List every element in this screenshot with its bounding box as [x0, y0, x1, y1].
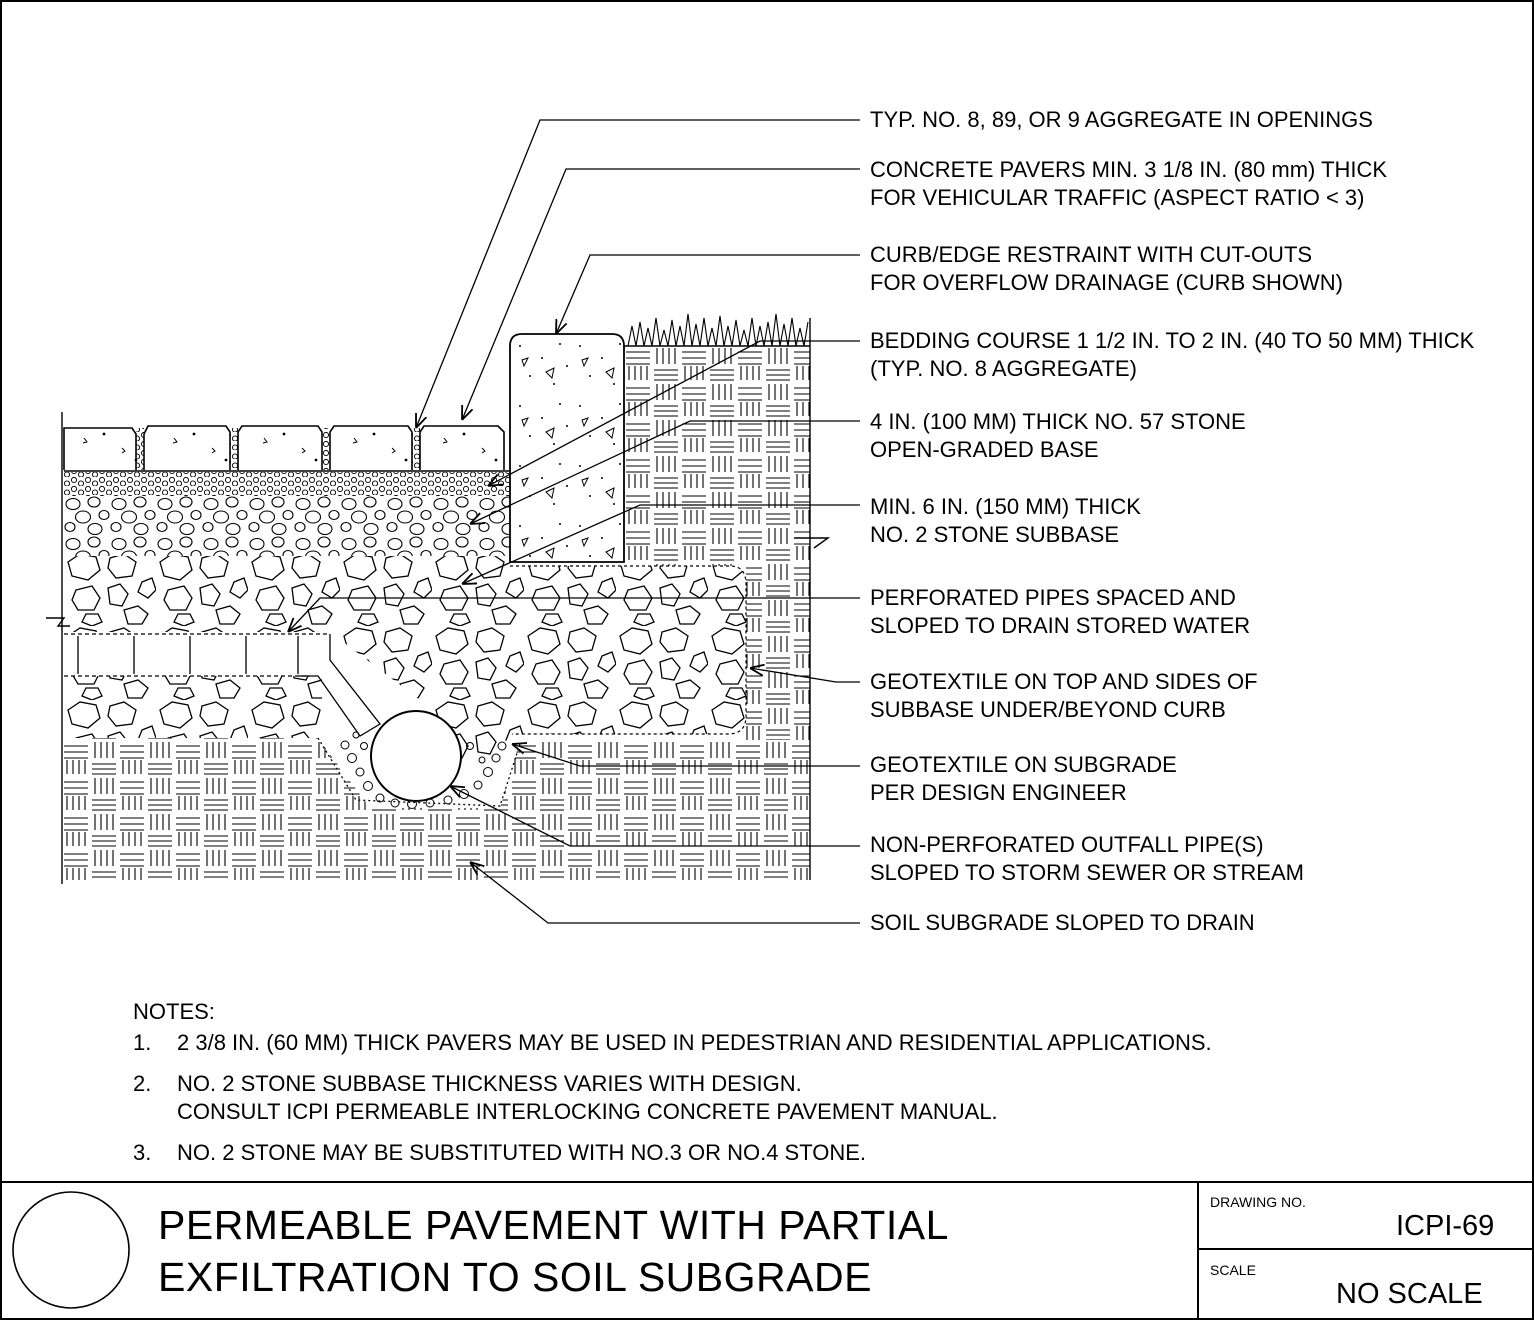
note-text: 2 3/8 IN. (60 MM) THICK PAVERS MAY BE US… — [177, 1030, 1212, 1055]
callout-line: CONCRETE PAVERS MIN. 3 1/8 IN. (80 mm) T… — [870, 157, 1388, 182]
callout-line: GEOTEXTILE ON TOP AND SIDES OF — [870, 669, 1258, 694]
scale-label: SCALE — [1210, 1262, 1256, 1278]
callout-bedding-course: BEDDING COURSE 1 1/2 IN. TO 2 IN. (40 TO… — [870, 327, 1474, 383]
callout-line: FOR OVERFLOW DRAINAGE (CURB SHOWN) — [870, 270, 1344, 295]
callout-line: SUBBASE UNDER/BEYOND CURB — [870, 697, 1226, 722]
perforated-pipe-trench — [64, 633, 521, 807]
notes-heading: NOTES: — [133, 999, 215, 1024]
note-text: NO. 2 STONE MAY BE SUBSTITUTED WITH NO.3… — [177, 1140, 867, 1165]
callout-perforated-pipes: PERFORATED PIPES SPACED AND SLOPED TO DR… — [870, 584, 1250, 640]
stone-subbase — [64, 556, 747, 760]
concrete-pavers — [63, 425, 510, 470]
callout-soil-subgrade: SOIL SUBGRADE SLOPED TO DRAIN — [870, 909, 1255, 937]
note-number: 3. — [133, 1140, 152, 1165]
callout-line: TYP. NO. 8, 89, OR 9 AGGREGATE IN OPENIN… — [870, 107, 1373, 132]
callout-line: (TYP. NO. 8 AGGREGATE) — [870, 356, 1137, 381]
soil-subgrade — [62, 346, 810, 880]
callout-aggregate-openings: TYP. NO. 8, 89, OR 9 AGGREGATE IN OPENIN… — [870, 106, 1373, 134]
callout-line: SOIL SUBGRADE SLOPED TO DRAIN — [870, 910, 1255, 935]
curb — [509, 333, 625, 563]
callout-open-graded-base: 4 IN. (100 MM) THICK NO. 57 STONE OPEN-G… — [870, 408, 1246, 464]
callout-line: NO. 2 STONE SUBBASE — [870, 522, 1120, 547]
callout-line: SLOPED TO DRAIN STORED WATER — [870, 613, 1251, 638]
callout-concrete-pavers: CONCRETE PAVERS MIN. 3 1/8 IN. (80 mm) T… — [870, 156, 1387, 212]
drawing-title-line-2: EXFILTRATION TO SOIL SUBGRADE — [158, 1254, 872, 1300]
pipe-bedding — [340, 731, 507, 809]
drawing-number-label: DRAWING NO. — [1210, 1194, 1306, 1210]
callout-geotextile-subgrade: GEOTEXTILE ON SUBGRADE PER DESIGN ENGINE… — [870, 751, 1177, 807]
callout-line: 4 IN. (100 MM) THICK NO. 57 STONE — [870, 409, 1246, 434]
drawing-number: ICPI-69 — [1396, 1210, 1495, 1242]
section-edges — [46, 318, 831, 884]
callout-stone-subbase: MIN. 6 IN. (150 MM) THICK NO. 2 STONE SU… — [870, 493, 1141, 549]
callout-outfall-pipe: NON-PERFORATED OUTFALL PIPE(S) SLOPED TO… — [870, 831, 1304, 887]
scale-value: NO SCALE — [1336, 1278, 1483, 1310]
open-graded-base — [64, 496, 510, 556]
leader-lines — [288, 119, 860, 924]
callout-line: CURB/EDGE RESTRAINT WITH CUT-OUTS — [870, 242, 1313, 267]
callout-geotextile-top-sides: GEOTEXTILE ON TOP AND SIDES OF SUBBASE U… — [870, 668, 1258, 724]
drawing-title-line-1: PERMEABLE PAVEMENT WITH PARTIAL — [158, 1202, 949, 1248]
note-text: CONSULT ICPI PERMEABLE INTERLOCKING CONC… — [177, 1099, 998, 1124]
callout-line: PERFORATED PIPES SPACED AND — [870, 585, 1236, 610]
bedding-course — [64, 472, 510, 496]
callout-line: NON-PERFORATED OUTFALL PIPE(S) — [870, 832, 1264, 857]
note-number: 2. — [133, 1071, 152, 1096]
grass — [627, 313, 809, 347]
callout-line: MIN. 6 IN. (150 MM) THICK — [870, 494, 1141, 519]
outfall-pipe — [370, 710, 462, 802]
note-number: 1. — [133, 1030, 152, 1055]
note-text: NO. 2 STONE SUBBASE THICKNESS VARIES WIT… — [177, 1071, 802, 1096]
callout-curb-edge-restraint: CURB/EDGE RESTRAINT WITH CUT-OUTS FOR OV… — [870, 241, 1343, 297]
callout-line: PER DESIGN ENGINEER — [870, 780, 1127, 805]
callout-line: GEOTEXTILE ON SUBGRADE — [870, 752, 1177, 777]
title-block — [1, 1181, 1533, 1319]
callout-line: FOR VEHICULAR TRAFFIC (ASPECT RATIO < 3) — [870, 185, 1365, 210]
callout-line: OPEN-GRADED BASE — [870, 437, 1099, 462]
callout-line: SLOPED TO STORM SEWER OR STREAM — [870, 860, 1304, 885]
callout-line: BEDDING COURSE 1 1/2 IN. TO 2 IN. (40 TO… — [870, 328, 1475, 353]
